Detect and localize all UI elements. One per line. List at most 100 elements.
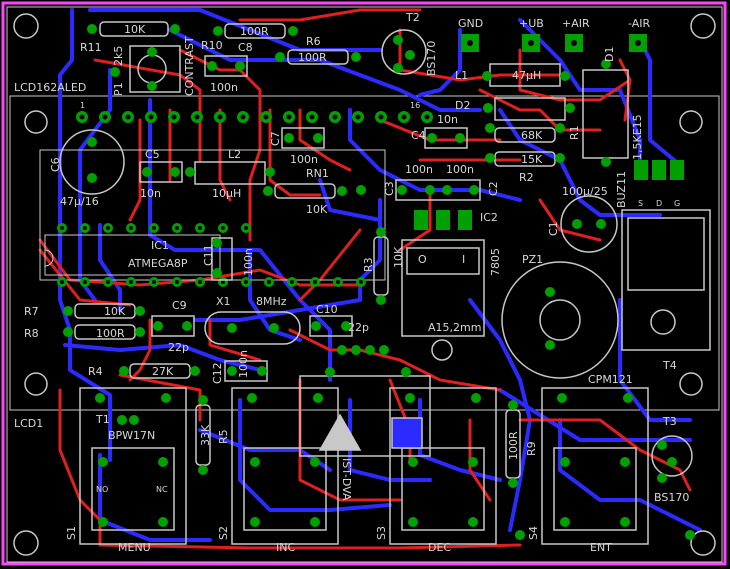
c12-label: C12 (211, 362, 224, 384)
contrast-label: CONTRAST (183, 36, 196, 96)
switch-footprints (79, 387, 649, 545)
s1-pin-nc: NC (156, 485, 168, 494)
c3-label: C3 (383, 181, 396, 196)
lcd-outline (9, 95, 720, 411)
t2-label: T2 (406, 11, 420, 24)
buz11-pin-s: S (638, 199, 644, 208)
t3-label: T3 (663, 415, 677, 428)
air-neg-label: -AIR (628, 17, 651, 30)
mounting-holes (13, 13, 716, 556)
r2-value: 15K (521, 153, 543, 166)
ic2-label: IC2 (480, 211, 498, 224)
c4-label: C4 (411, 129, 426, 142)
c8-value: 100n (210, 81, 238, 94)
s3-label: S3 (375, 526, 388, 540)
dec-label: DEC (428, 541, 452, 554)
t1-value: BPW17N (108, 429, 156, 442)
x1-value: 8MHz (256, 295, 287, 308)
buz11-pin-g: G (674, 199, 681, 208)
ic1-pads (57, 223, 366, 287)
r8-label: R8 (24, 327, 39, 340)
lcd162aled-label: LCD162ALED (14, 81, 87, 94)
r11-label: R11 (80, 41, 102, 54)
c5-value: 10n (140, 187, 161, 200)
r1-label: R1 (568, 125, 581, 140)
ic2-regulator (401, 239, 485, 361)
d1-value: 1,5KE15 (631, 114, 644, 160)
r6-label: R6 (306, 35, 321, 48)
crystal-body (204, 311, 301, 345)
l2-value: 10μH (212, 187, 242, 200)
pz1-label: PZ1 (522, 253, 544, 266)
t4-footprint (621, 209, 711, 351)
menu-label: MENU (118, 541, 151, 554)
p1-value: 2k5 (112, 45, 125, 66)
bottom-copper-traces (58, 8, 702, 542)
r4-label: R4 (88, 365, 103, 378)
ic2-pin-i: I (462, 253, 466, 266)
ist-connector (299, 375, 431, 457)
lcd-pin-16-label: 16 (410, 101, 421, 110)
diode-bodies (494, 69, 629, 159)
l1-value: 47μH (512, 69, 542, 82)
connector-pads (414, 34, 684, 230)
c2-value: 100n (446, 163, 474, 176)
lcd-header-pads (76, 111, 433, 123)
r10-label: R10 (201, 39, 223, 52)
cpm121-label: CPM121 (588, 373, 633, 386)
c11-label: C11 (202, 244, 215, 266)
gnd-label: GND (458, 17, 484, 30)
u7805-label: 7805 (489, 248, 502, 276)
c11-value: 100n (242, 248, 255, 276)
buz11-label: BUZ11 (615, 171, 628, 208)
r1-value: 68K (521, 129, 543, 142)
c1-label: C1 (547, 221, 560, 236)
l1-label: L1 (455, 69, 469, 82)
c7-label: C7 (269, 131, 282, 146)
inc-label: INC (276, 541, 296, 554)
c10-value: 22p (348, 321, 369, 334)
lcd-pin-1-label: 1 (80, 101, 86, 110)
lcd1-label: LCD1 (14, 417, 44, 430)
component-pads (63, 24, 695, 540)
c4-value: 10n (437, 113, 458, 126)
electrolytic-caps (59, 129, 618, 253)
t4-label: T4 (663, 359, 677, 372)
r3-value: 10K (392, 246, 405, 268)
s1-pin-no: NO (96, 485, 109, 494)
d2-label: D2 (455, 99, 471, 112)
c8-label: C8 (238, 41, 253, 54)
ic2-pin-o: O (418, 253, 427, 266)
rn1-label: RN1 (306, 167, 329, 180)
c6-label: C6 (49, 157, 62, 172)
x1-label: X1 (216, 295, 231, 308)
ic1-value: ATMEGA8P (128, 257, 188, 270)
r10-value: 100R (240, 25, 269, 38)
piezo-pz1 (501, 261, 619, 379)
c2-label: C2 (487, 181, 500, 196)
c1-value: 100μ/25 (562, 185, 608, 198)
r7-label: R7 (24, 305, 39, 318)
transistor-outlines (381, 29, 693, 477)
r9-label: R9 (525, 441, 538, 456)
d1-label: D1 (603, 46, 616, 62)
a15-label: A15,2mm (428, 321, 482, 334)
c7-value: 100n (290, 153, 318, 166)
r5-label: R5 (217, 429, 230, 444)
p1-label: P1 (112, 82, 125, 96)
board-edge-inner (6, 6, 723, 563)
r8-value: 100R (96, 327, 125, 340)
ist-label: IST-DVA (340, 458, 353, 501)
r2-label: R2 (519, 171, 534, 184)
c6-value: 47μ/16 (60, 195, 99, 208)
s4-label: S4 (527, 526, 540, 540)
c5-label: C5 (145, 148, 160, 161)
ic1-label: IC1 (151, 239, 169, 252)
rn1-value: 10K (306, 203, 328, 216)
r5-value: 33K (199, 424, 212, 446)
air-pos-label: +AIR (562, 17, 590, 30)
r6-value: 100R (298, 51, 327, 64)
r3-label: R3 (362, 257, 375, 272)
